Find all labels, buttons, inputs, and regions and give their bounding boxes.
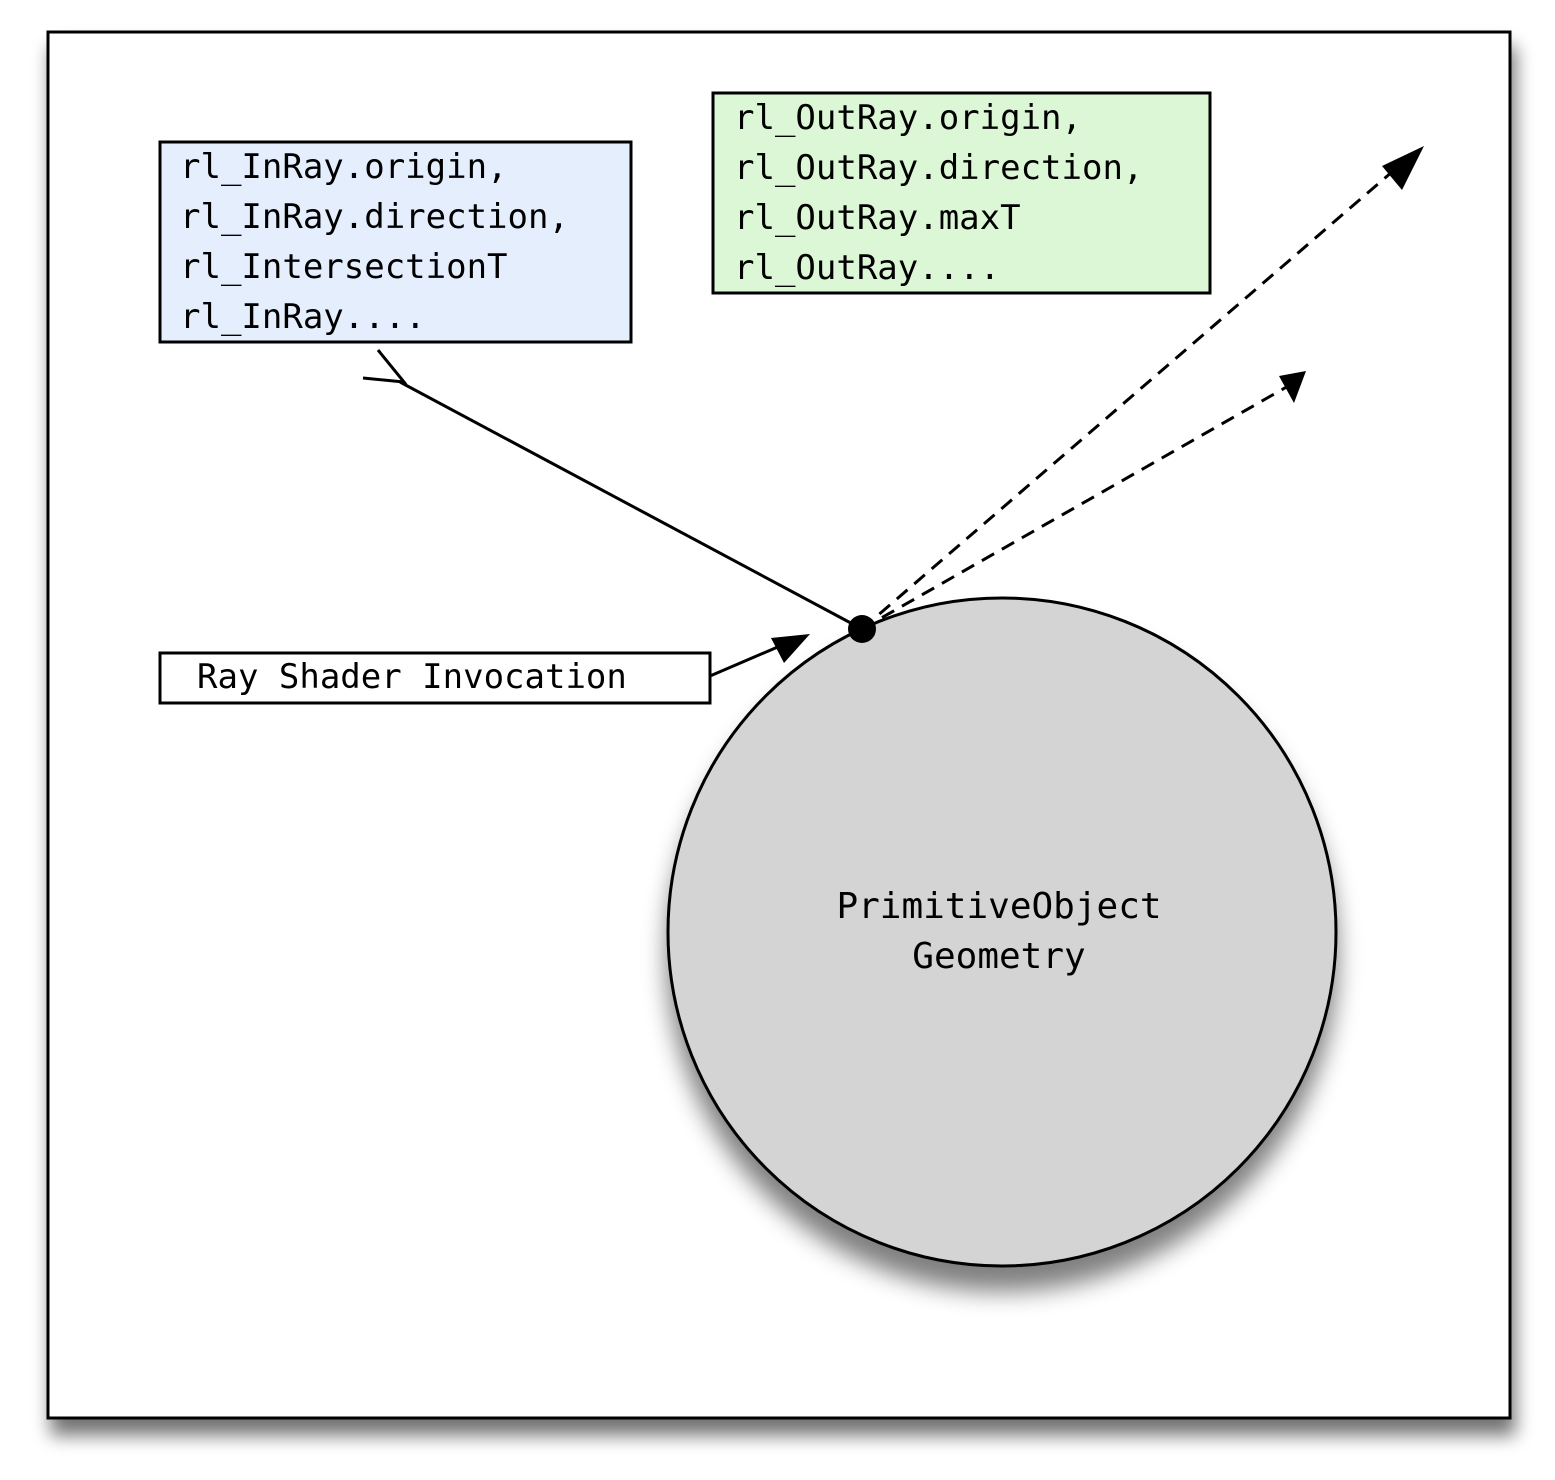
out-ray-direction-text: rl_OutRay.direction, (734, 148, 1143, 188)
out-ray-maxt-text: rl_OutRay.maxT (734, 198, 1021, 238)
invocation-pointer-arrow (709, 634, 810, 678)
outgoing-ray-upper (861, 146, 1424, 631)
out-ray-more-text: rl_OutRay.... (734, 248, 1000, 288)
in-ray-direction-text: rl_InRay.direction, (180, 197, 569, 237)
out-ray-box (711, 91, 1212, 295)
geometry-label-line1: PrimitiveObject (836, 886, 1161, 927)
outgoing-ray-lower (861, 371, 1306, 631)
geometry-label-line2: Geometry (912, 936, 1085, 977)
intersection-t-text: rl_IntersectionT (180, 247, 508, 287)
primitive-geometry-circle (666, 596, 1338, 1268)
in-ray-origin-text: rl_InRay.origin, (180, 147, 508, 187)
invocation-label-box (158, 651, 712, 705)
in-ray-box (158, 140, 633, 344)
in-ray-more-text: rl_InRay.... (180, 297, 426, 337)
invocation-label: Ray Shader Invocation (197, 657, 627, 697)
incoming-ray (362, 349, 863, 631)
out-ray-origin-text: rl_OutRay.origin, (734, 98, 1082, 138)
intersection-point (848, 615, 876, 643)
